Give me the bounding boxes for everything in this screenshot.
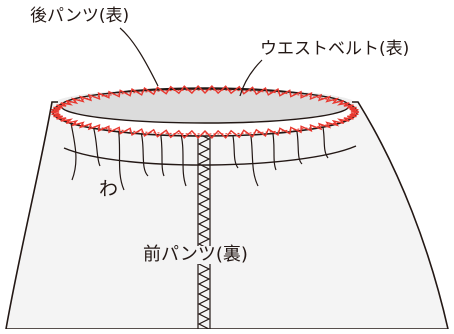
waist-belt [52, 87, 358, 137]
leader-lines [119, 27, 263, 97]
label-back-pants: 後パンツ(表) [30, 6, 130, 26]
label-front-pants: 前パンツ(裏) [141, 244, 250, 265]
label-fold: わ [99, 178, 119, 200]
center-seam [197, 132, 211, 330]
belt-overlock-stitch [50, 84, 360, 140]
label-waist-belt: ウエストベルト(表) [260, 39, 410, 59]
